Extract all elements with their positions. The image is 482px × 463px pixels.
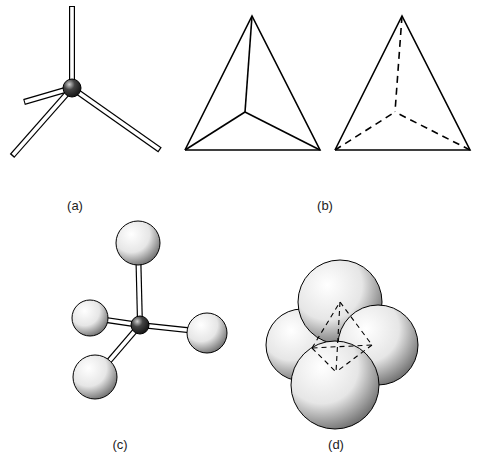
panel-label: (c) (112, 437, 127, 452)
ball-and-stick-model (72, 221, 227, 399)
panel-label: (b) (317, 198, 333, 213)
tetrahedron-outline (185, 16, 470, 150)
stick-model (12, 6, 160, 156)
panel-label: (a) (67, 198, 83, 213)
space-filling-model (266, 260, 418, 429)
panel-label: (d) (328, 437, 344, 452)
